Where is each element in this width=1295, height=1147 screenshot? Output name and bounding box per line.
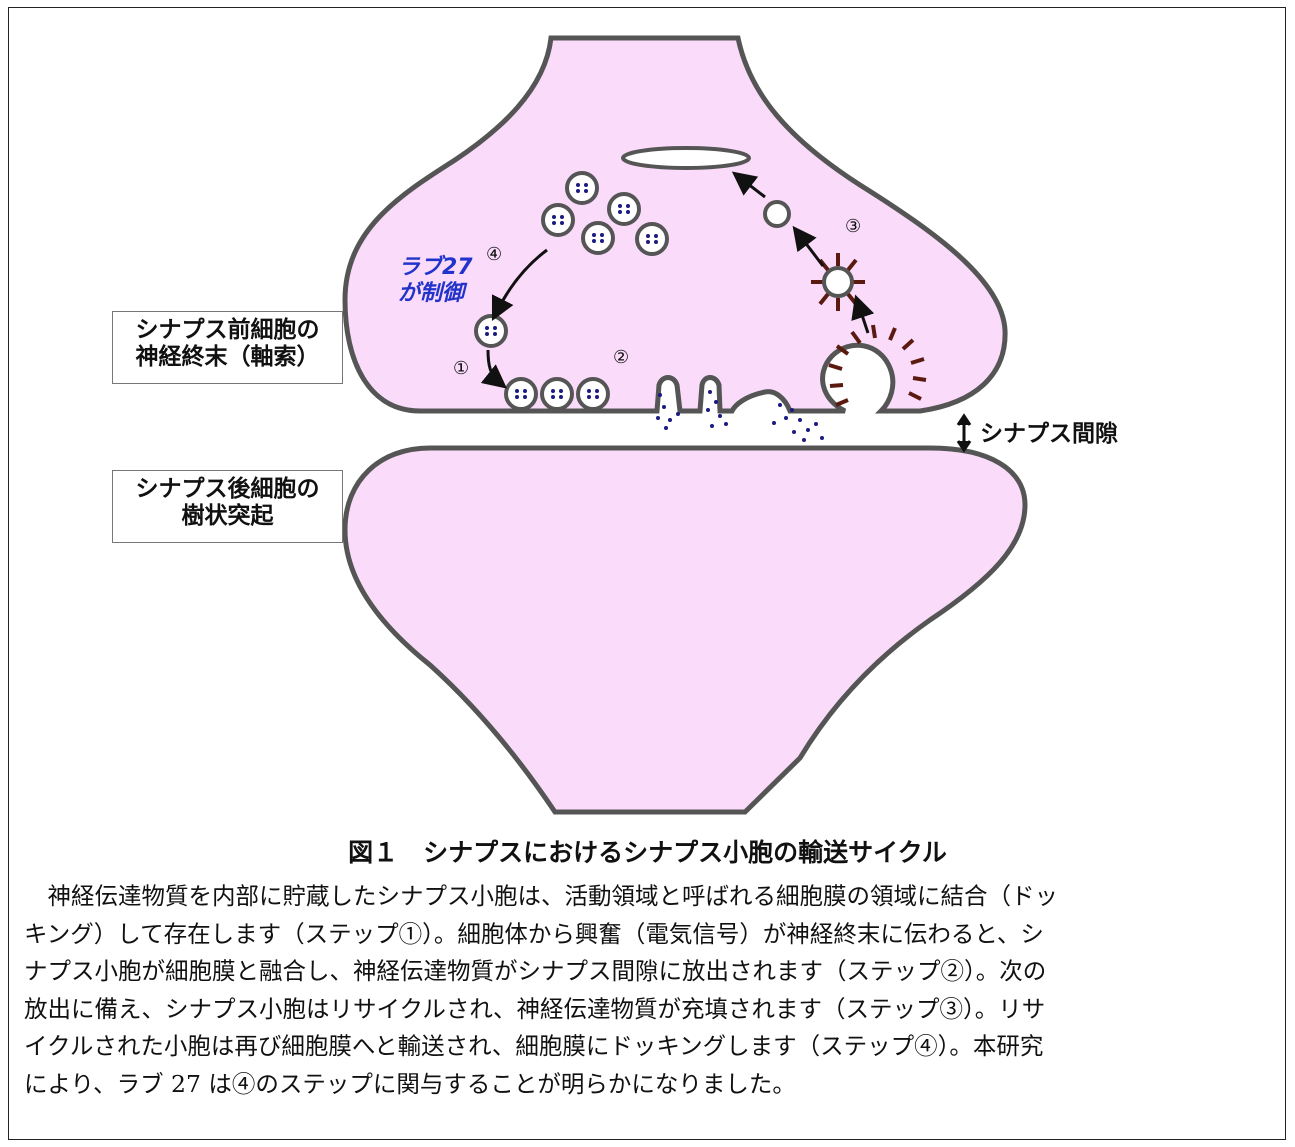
vesicle-pool [474,171,669,411]
step-1-marker: ① [453,358,470,379]
synapse-diagram [342,35,1028,815]
presynaptic-label: シナプス前細胞の 神経終末（軸索） [112,311,343,384]
figure-caption-body: 神経伝達物質を内部に貯蔵したシナプス小胞は、活動領域と呼ばれる細胞膜の領域に結合… [24,878,1272,1103]
clathrin-coated-vesicle [811,253,865,311]
figure-caption-title: 図１ シナプスにおけるシナプス小胞の輸送サイクル [348,838,947,867]
postsynaptic-dendrite [342,445,1028,815]
postsynaptic-label: シナプス後細胞の 樹状突起 [112,470,343,543]
cleft-arrow [956,413,972,453]
step-2-marker: ② [613,347,630,368]
caption-line: キング）して存在します（ステップ①）。細胞体から興奮（電気信号）が神経終末に伝わ… [24,919,1044,948]
postsynaptic-label-line2: 樹状突起 [181,503,274,529]
rab27-label-line2: が制御 [398,281,465,306]
synaptic-cleft-label: シナプス間隙 [980,421,1118,447]
figure-frame [8,7,1286,1140]
released-neurotransmitter [656,390,824,442]
empty-vesicle [763,200,791,228]
caption-line: イクルされた小胞は再び細胞膜へと輸送され、細胞膜にドッキングします（ステップ④）… [24,1032,1044,1060]
endosome [621,146,751,170]
vesicle-contents [485,183,658,399]
presynaptic-terminal [342,35,1008,414]
coated-pit-bristles [828,324,927,407]
caption-line: 神経伝達物質を内部に貯蔵したシナプス小胞は、活動領域と呼ばれる細胞膜の領域に結合… [47,882,1059,910]
caption-line: 放出に備え、シナプス小胞はリサイクルされ、神経伝達物質が充填されます（ステップ③… [24,994,1046,1023]
presynaptic-label-line2: 神経終末（軸索） [135,344,320,370]
step-4-marker: ④ [486,244,503,265]
presynaptic-label-line1: シナプス前細胞の [135,317,320,343]
caption-line: ナプス小胞が細胞膜と融合し、神経伝達物質がシナプス間隙に放出されます（ステップ②… [24,957,1047,985]
cycle-arrows [480,171,875,389]
postsynaptic-label-line1: シナプス後細胞の [135,476,320,502]
step-3-marker: ③ [845,216,862,237]
caption-line: により、ラブ 27 は④のステップに関与することが明らかになりました。 [24,1069,796,1098]
rab27-label-line1: ラブ27 [398,255,473,280]
